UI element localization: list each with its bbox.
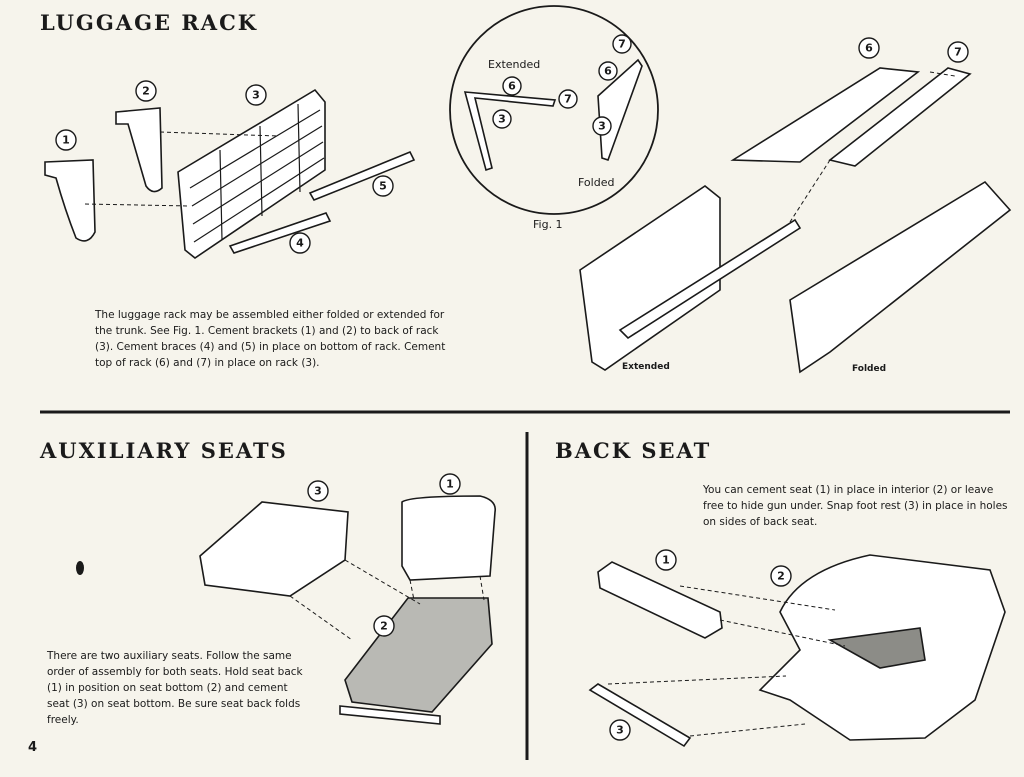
back-seat-title: BACK SEAT [555, 438, 712, 463]
extended-brace-drawing [618, 218, 802, 340]
fig1-caption: Fig. 1 [533, 218, 563, 231]
callout-rack-7: 7 [947, 41, 969, 63]
callout-luggage-3: 3 [245, 84, 267, 106]
svg-text:3: 3 [498, 113, 506, 126]
callout-luggage-1: 1 [55, 129, 77, 151]
bracket-2-drawing [115, 107, 163, 193]
luggage-rack-title: LUGGAGE RACK [40, 10, 259, 35]
svg-text:7: 7 [618, 38, 626, 51]
bracket-1-drawing [44, 159, 96, 242]
foot-rest-3-drawing [588, 683, 692, 748]
svg-text:3: 3 [314, 485, 322, 498]
aux-seat-3-drawing [199, 501, 349, 597]
svg-text:2: 2 [777, 570, 785, 583]
callout-aux-2: 2 [373, 615, 395, 637]
folded-rack-drawing [789, 180, 1012, 374]
callout-luggage-2: 2 [135, 80, 157, 102]
callout-luggage-4: 4 [289, 232, 311, 254]
callout-fig1-3b: 3 [592, 116, 612, 136]
callout-fig1-7: 7 [558, 89, 578, 109]
svg-text:1: 1 [662, 554, 670, 567]
fig1-folded-label: Folded [578, 176, 615, 189]
callout-back-1: 1 [655, 549, 677, 571]
fig1-folded-drawing [597, 58, 643, 162]
rack-top-6-drawing [730, 67, 921, 163]
luggage-rack-instructions: The luggage rack may be assembled either… [95, 309, 446, 369]
back-seat-instructions: You can cement seat (1) in place in inte… [703, 484, 1008, 528]
callout-back-2: 2 [770, 565, 792, 587]
callout-luggage-5: 5 [372, 175, 394, 197]
back-seat-1-drawing [597, 561, 723, 639]
svg-text:6: 6 [865, 42, 873, 55]
svg-text:2: 2 [380, 620, 388, 633]
rack-top-7-drawing [828, 67, 972, 167]
aux-seat-bottom-2-drawing [344, 597, 493, 713]
svg-text:7: 7 [954, 46, 962, 59]
callout-aux-3: 3 [307, 480, 329, 502]
auxiliary-seats-title: AUXILIARY SEATS [40, 438, 288, 463]
rack-3-drawing [177, 88, 326, 259]
callout-fig1-7b: 7 [612, 34, 632, 54]
callout-rack-6: 6 [858, 37, 880, 59]
fig1-extended-drawing [463, 91, 557, 172]
svg-text:3: 3 [252, 89, 260, 102]
callout-fig1-6b: 6 [598, 61, 618, 81]
extended-rack-label: Extended [622, 362, 670, 372]
svg-text:6: 6 [604, 65, 612, 78]
auxiliary-seats-instructions: There are two auxiliary seats. Follow th… [47, 650, 303, 726]
brace-4-drawing [228, 212, 332, 254]
brace-5-drawing [308, 150, 416, 202]
extended-rack-drawing [579, 185, 721, 371]
callout-fig1-3a: 3 [492, 109, 512, 129]
svg-text:1: 1 [446, 478, 454, 491]
aux-seat-back-1-drawing [401, 495, 497, 581]
svg-text:2: 2 [142, 85, 150, 98]
fig1-extended-label: Extended [488, 58, 541, 71]
black-dot [76, 561, 84, 575]
callout-aux-1: 1 [439, 473, 461, 495]
callout-fig1-6: 6 [502, 76, 522, 96]
svg-text:5: 5 [379, 180, 387, 193]
svg-text:1: 1 [62, 134, 70, 147]
svg-text:3: 3 [598, 120, 606, 133]
folded-rack-label: Folded [852, 364, 887, 374]
callout-back-3: 3 [609, 719, 631, 741]
page-number: 4 [28, 740, 38, 755]
fig1-circle [449, 5, 659, 215]
svg-text:3: 3 [616, 724, 624, 737]
svg-text:7: 7 [564, 93, 572, 106]
svg-text:4: 4 [296, 237, 304, 250]
svg-text:6: 6 [508, 80, 516, 93]
